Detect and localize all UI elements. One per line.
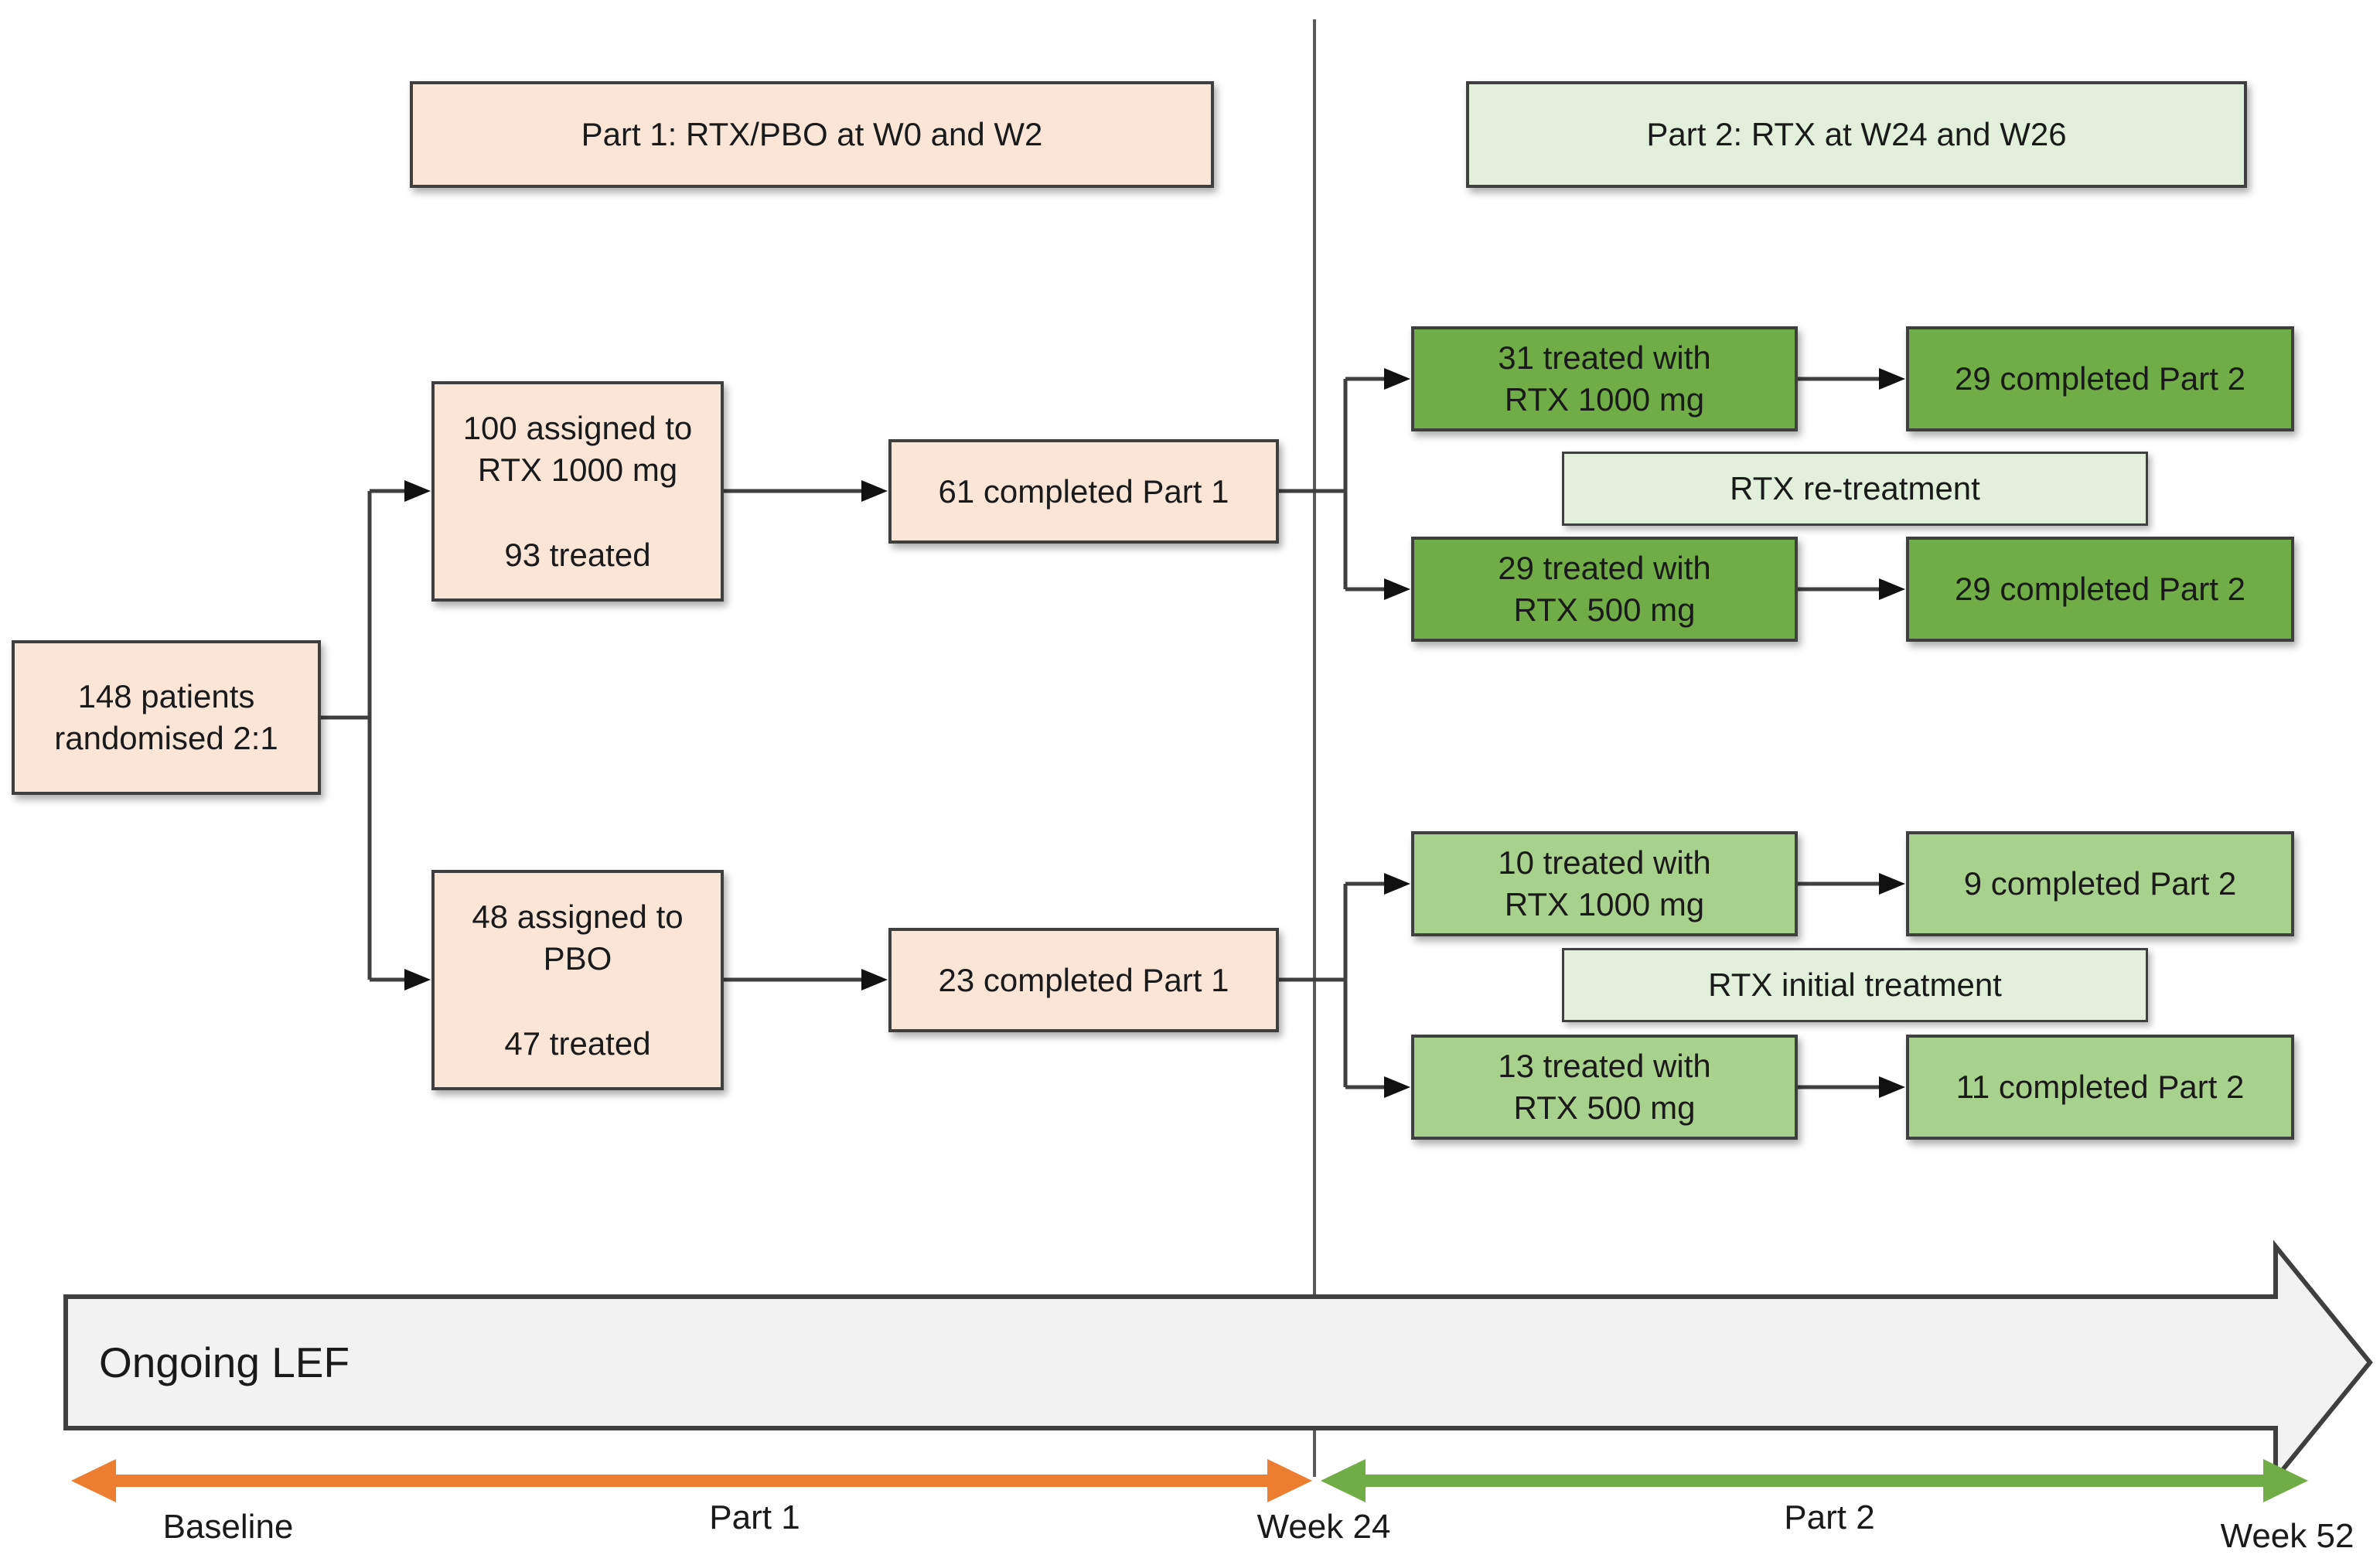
retreat-rtx500-line2: RTX 500 mg (1513, 592, 1696, 628)
part2-span-arrowhead-right (2263, 1459, 2308, 1502)
part1-axis-label: Part 1 (709, 1499, 800, 1536)
initial-treatment-label-box: RTX initial treatment (1562, 948, 2148, 1022)
initial-rtx1000-line2: RTX 1000 mg (1504, 886, 1705, 922)
part1-span-arrowhead-right (1267, 1459, 1312, 1502)
initial-rtx500-treated-box: 13 treated with RTX 500 mg (1411, 1035, 1798, 1140)
initial-rtx1000-treated-box: 10 treated with RTX 1000 mg (1411, 831, 1798, 936)
rtx-arm-assigned-line2: RTX 1000 mg (477, 451, 678, 488)
initial-rtx500-line2: RTX 500 mg (1513, 1089, 1696, 1126)
randomised-line2: randomised 2:1 (54, 720, 278, 756)
rtx-arm-assigned-line1: 100 assigned to (462, 409, 693, 446)
baseline-label: Baseline (162, 1508, 294, 1546)
week52-label: Week 52 (2220, 1517, 2354, 1555)
randomised-box: 148 patients randomised 2:1 (12, 640, 321, 795)
initial-rtx1000-completed-box: 9 completed Part 2 (1906, 831, 2294, 936)
ongoing-lef-label: Ongoing LEF (99, 1338, 350, 1386)
pbo-arm-treated: 47 treated (504, 1025, 651, 1062)
retreat-rtx500-completed-box: 29 completed Part 2 (1906, 537, 2294, 642)
randomised-line1: 148 patients (77, 678, 255, 714)
initial-rtx1000-line1: 10 treated with (1498, 844, 1711, 881)
part1-header-box: Part 1: RTX/PBO at W0 and W2 (410, 81, 1214, 188)
initial-rtx500-completed-box: 11 completed Part 2 (1906, 1035, 2294, 1140)
retreat-rtx1000-treated-box: 31 treated with RTX 1000 mg (1411, 326, 1798, 431)
retreat-rtx1000-line1: 31 treated with (1498, 339, 1711, 376)
part2-span-arrowhead-left (1321, 1459, 1366, 1502)
rtx-arm-treated: 93 treated (504, 536, 651, 573)
rtx-arm-box: 100 assigned to RTX 1000 mg 93 treated (431, 381, 724, 602)
pbo-arm-box: 48 assigned to PBO 47 treated (431, 870, 724, 1090)
pbo-arm-assigned-line1: 48 assigned to (472, 898, 684, 935)
pbo-completed-part1-box: 23 completed Part 1 (888, 928, 1279, 1032)
ongoing-lef-arrow (63, 1239, 2373, 1485)
pbo-arm-assigned-line2: PBO (543, 939, 612, 977)
retreat-rtx1000-line2: RTX 1000 mg (1504, 381, 1705, 418)
part2-header-box: Part 2: RTX at W24 and W26 (1466, 81, 2247, 188)
part2-axis-label: Part 2 (1784, 1499, 1875, 1536)
retreat-rtx1000-completed-box: 29 completed Part 2 (1906, 326, 2294, 431)
rtx-completed-part1-box: 61 completed Part 1 (888, 439, 1279, 544)
part1-span-arrowhead-left (71, 1459, 116, 1502)
week24-label: Week 24 (1256, 1508, 1391, 1546)
retreatment-label-box: RTX re-treatment (1562, 452, 2148, 526)
retreat-rtx500-treated-box: 29 treated with RTX 500 mg (1411, 537, 1798, 642)
retreat-rtx500-line1: 29 treated with (1498, 550, 1711, 586)
initial-rtx500-line1: 13 treated with (1498, 1048, 1711, 1084)
